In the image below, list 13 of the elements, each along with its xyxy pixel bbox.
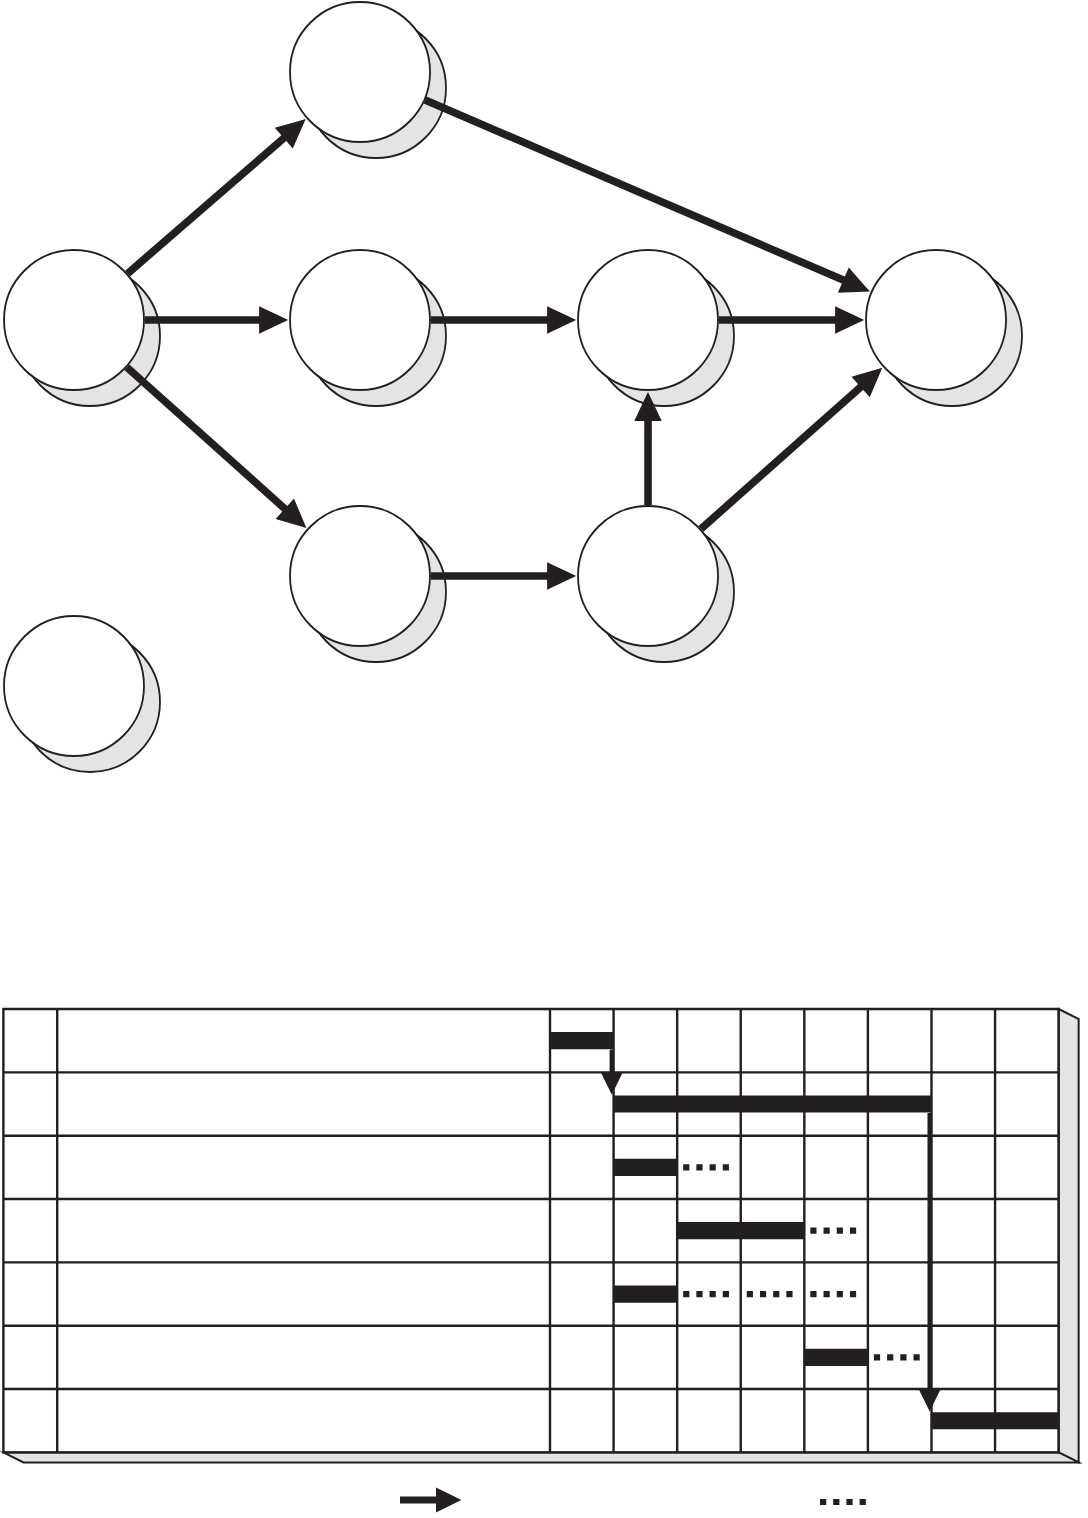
node-circle — [3, 249, 161, 407]
gantt-bar — [550, 1032, 614, 1050]
node-circle — [577, 505, 735, 663]
node-circle — [577, 249, 735, 407]
node-circle — [289, 249, 447, 407]
node-circle — [289, 1, 447, 159]
gantt-bar — [613, 1158, 678, 1176]
gantt-bar — [613, 1285, 678, 1303]
gantt-bar — [804, 1348, 868, 1366]
node-circle — [865, 249, 1023, 407]
gantt-bar — [677, 1222, 805, 1240]
node-circle — [289, 505, 447, 663]
node-circle — [3, 615, 161, 773]
